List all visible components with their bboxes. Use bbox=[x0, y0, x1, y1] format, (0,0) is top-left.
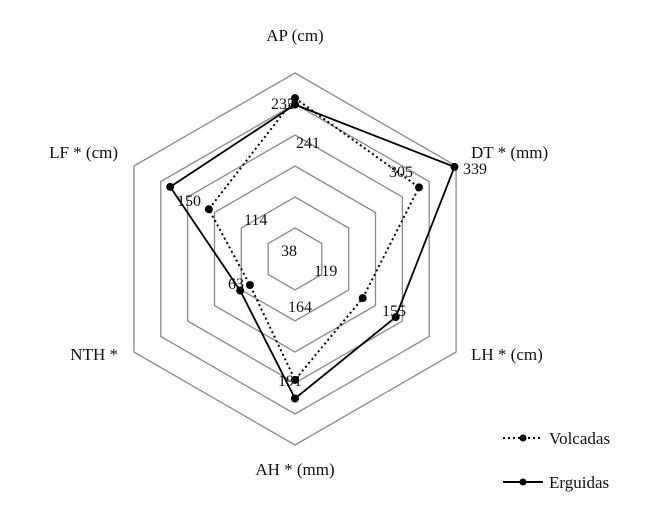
grid-ring-5 bbox=[160, 103, 430, 415]
axis-label-nth: NTH * bbox=[70, 345, 118, 364]
point-erguidas-5 bbox=[166, 182, 175, 191]
label-volcadas-nth: 38 bbox=[281, 243, 297, 260]
label-erguidas-dt: 339 bbox=[463, 161, 487, 178]
legend-item-erguidas: Erguidas bbox=[503, 473, 609, 492]
label-erguidas-lh: 155 bbox=[382, 303, 406, 320]
legend-item-volcadas: Volcadas bbox=[503, 429, 610, 448]
axis-label-ah: AH * (mm) bbox=[255, 460, 334, 479]
point-volcadas-4 bbox=[245, 281, 254, 289]
point-erguidas-4 bbox=[236, 286, 245, 295]
label-volcadas-ap: 241 bbox=[296, 135, 320, 152]
point-volcadas-5 bbox=[204, 205, 213, 214]
point-volcadas-0 bbox=[291, 94, 299, 103]
label-erguidas-ap: 235 bbox=[271, 96, 295, 113]
label-erguidas-ah: 191 bbox=[278, 373, 302, 390]
label-volcadas-dt: 305 bbox=[389, 164, 413, 181]
point-erguidas-1 bbox=[450, 162, 459, 171]
point-volcadas-2 bbox=[358, 294, 367, 303]
label-volcadas-lf: 114 bbox=[244, 212, 267, 229]
legend: Volcadas Erguidas bbox=[503, 429, 610, 492]
legend-marker-erguidas bbox=[519, 478, 527, 486]
grid-ring-2 bbox=[240, 196, 350, 322]
axis-labels: AP (cm) DT * (mm) LH * (cm) AH * (mm) NT… bbox=[49, 26, 548, 479]
point-erguidas-2 bbox=[391, 313, 400, 322]
point-erguidas-0 bbox=[291, 100, 299, 109]
point-volcadas-3 bbox=[291, 375, 299, 384]
axis-label-ap: AP (cm) bbox=[266, 26, 323, 45]
axis-label-dt: DT * (mm) bbox=[471, 143, 548, 162]
legend-marker-volcadas bbox=[519, 434, 527, 442]
label-volcadas-ah: 164 bbox=[288, 299, 312, 316]
grid-ring-3 bbox=[213, 165, 377, 353]
label-erguidas-nth: 63 bbox=[228, 276, 244, 293]
series-layer bbox=[166, 94, 459, 403]
legend-label-volcadas: Volcadas bbox=[549, 429, 610, 448]
data-labels: 241 305 119 164 38 114 235 339 155 191 6… bbox=[177, 96, 487, 390]
legend-label-erguidas: Erguidas bbox=[549, 473, 609, 492]
label-volcadas-lh: 119 bbox=[314, 263, 337, 280]
label-erguidas-lf: 150 bbox=[177, 193, 201, 210]
point-volcadas-1 bbox=[415, 183, 423, 192]
point-erguidas-3 bbox=[291, 394, 299, 403]
axis-label-lh: LH * (cm) bbox=[471, 345, 543, 364]
grid-ring-1 bbox=[267, 227, 323, 291]
axis-label-lf: LF * (cm) bbox=[49, 143, 118, 162]
